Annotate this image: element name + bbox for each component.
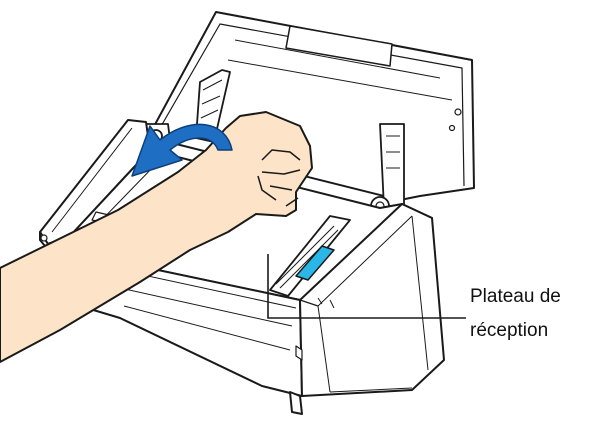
callout-line-1: Plateau de: [470, 286, 561, 307]
callout-label: Plateau de réception: [470, 286, 566, 341]
callout-line-2: réception: [470, 320, 548, 341]
